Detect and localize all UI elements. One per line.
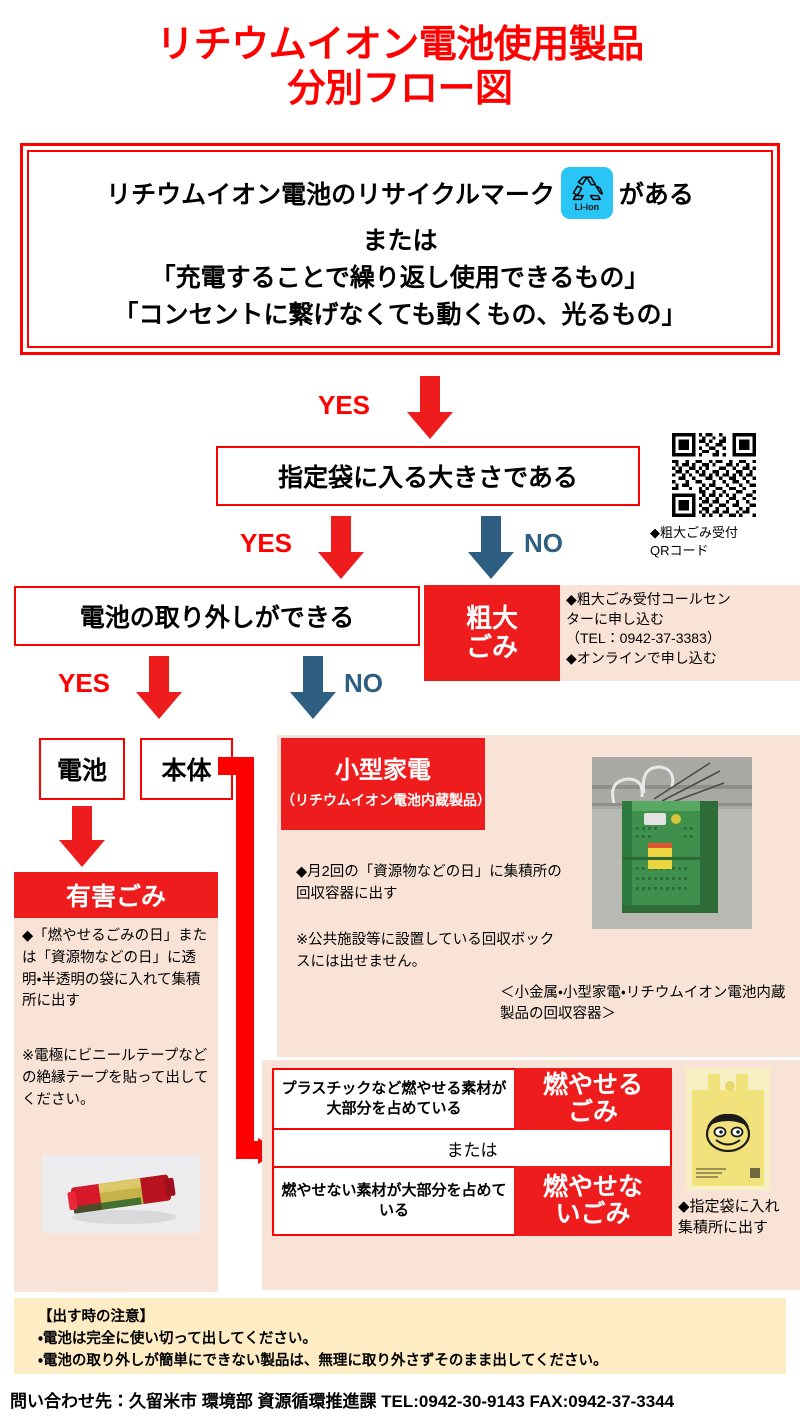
burnable-row: プラスチックなど燃やせる素材が大部分を占めている 燃やせる ごみ [272,1068,672,1130]
criteria-line-1: リチウムイオン電池のリサイクルマーク Li-ion [39,167,761,219]
criteria-line-3: 「充電することで繰り返し使用できるもの」 [150,264,650,292]
qr-code-caption: ◆粗大ごみ受付 QRコード [650,524,800,559]
yes-label-1: YES [318,390,371,420]
result-bulky-waste: 粗大 ごみ [424,585,560,681]
decision-battery-removable-label: 電池の取り外しができる [79,604,355,632]
arrow-down-red-2 [318,516,364,579]
small-appliance-title-label: 小型家電 [335,756,431,784]
criteria-text-after-mark: がある [618,181,694,209]
criteria-or: または [362,227,438,255]
designated-bag-photo [686,1068,770,1190]
contact-text: 問い合わせ先：久留米市 環境部 資源循環推進課 TEL:0942-30-9143… [10,1392,675,1411]
result-burnable-waste: 燃やせる ごみ [514,1068,672,1130]
page-title: リチウムイオン電池使用製品 分別フロー図 [0,24,800,111]
taped-battery-image [42,1155,200,1233]
node-device-body: 本体 [140,738,233,800]
qr-caption-line-2: QRコード [650,542,709,558]
no-label-1: NO [524,528,563,558]
non-burnable-title-line-1: 燃やせな [542,1173,643,1201]
li-ion-recycle-mark-icon: Li-ion [560,167,613,219]
notice-item-1: ・電池は完全に使い切って出してください。 [38,1331,317,1348]
arrow-down-red-4 [59,806,105,867]
node-device-body-label: 本体 [161,757,212,785]
burnable-title-line-2: ごみ [567,1098,618,1126]
collection-container-caption: ＜小金属・小型家電・リチウムイオン電池内蔵製品の回収容器＞ [500,985,786,1023]
arrow-down-red-1 [407,376,453,439]
designated-bag-note: ◆指定袋に入れ集積所に出す [678,1198,780,1236]
contact-footer: 問い合わせ先：久留米市 環境部 資源循環推進課 TEL:0942-30-9143… [10,1387,800,1412]
no-label-2: NO [344,668,383,698]
hazardous-waste-title-label: 有害ごみ [65,883,166,911]
disposal-notice-box: 【出す時の注意】 ・電池は完全に使い切って出してください。 ・電池の取り外しが簡… [14,1298,786,1374]
hazardous-waste-title: 有害ごみ [14,872,218,918]
small-appliance-instruction-2: ※公共施設等に設置している回収ボックスには出せません。 [296,932,555,970]
yes-label-3: YES [58,668,111,698]
title-line-1: リチウムイオン電池使用製品 [156,24,644,66]
criteria-box-inner: リチウムイオン電池のリサイクルマーク Li-ion [27,150,773,348]
node-battery-label: 電池 [56,757,107,785]
taped-battery-photo [42,1155,200,1233]
small-appliance-title: 小型家電 （リチウムイオン電池内蔵製品） [281,738,491,830]
small-appliance-subtitle: （リチウムイオン電池内蔵製品） [281,792,491,809]
bulky-note-line-4: ◆オンラインで申し込む [566,649,717,666]
bulky-waste-instructions: ◆粗大ごみ受付コールセン ターに申し込む （TEL：0942-37-3383） … [560,585,800,681]
connector-body-horizontal [236,1141,262,1159]
burnable-or-separator: または [272,1130,672,1166]
collection-crate-photo [592,757,752,929]
designated-bag-image [686,1068,770,1190]
bulky-waste-title-line-1: 粗大 [465,603,518,634]
node-battery: 電池 [39,738,125,800]
bulky-note-line-2: ターに申し込む [566,610,664,627]
arrow-down-red-3 [136,656,182,719]
notice-heading: 【出す時の注意】 [38,1309,154,1325]
bulky-note-tel: （TEL：0942-37-3383） [566,630,721,647]
connector-body-vertical [236,757,254,1159]
yes-label-2: YES [240,528,293,558]
non-burnable-question: 燃やせない素材が大部分を占めている [272,1166,514,1236]
qr-caption-line-1: ◆粗大ごみ受付 [650,525,738,540]
criteria-line-4: 「コンセントに繋げなくても動くもの、光るもの」 [113,301,687,329]
decision-fits-designated-bag-label: 指定袋に入る大きさである [278,464,578,492]
hazardous-waste-instruction-2: ※電極にビニールテープなどの絶縁テープを貼って出してください。 [22,1048,209,1108]
burnable-question: プラスチックなど燃やせる素材が大部分を占めている [272,1068,514,1130]
bulky-waste-title-line-2: ごみ [465,632,518,662]
burnable-or-label: または [446,1140,498,1160]
criteria-text-before-mark: リチウムイオン電池のリサイクルマーク [106,181,555,209]
arrow-down-blue-1 [468,516,514,579]
criteria-box: リチウムイオン電池のリサイクルマーク Li-ion [20,143,780,355]
bulky-note-line-1: ◆粗大ごみ受付コールセン [566,591,731,607]
non-burnable-row: 燃やせない素材が大部分を占めている 燃やせな いごみ [272,1166,672,1236]
non-burnable-title-line-2: いごみ [555,1200,631,1228]
notice-item-2: ・電池の取り外しが簡単にできない製品は、無理に取り外さずそのまま出してください。 [38,1353,608,1370]
burnable-title-line-1: 燃やせる [542,1071,643,1099]
collection-crate-image [592,757,752,929]
hazardous-waste-instruction-1: ◆「燃やせるごみの日」または「資源物などの日」に透明・半透明の袋に入れて集積所に… [22,928,208,1010]
result-non-burnable-waste: 燃やせな いごみ [514,1166,672,1236]
li-ion-mark-label: Li-ion [574,201,600,212]
decision-battery-removable: 電池の取り外しができる [14,586,420,646]
small-appliance-instruction-1: ◆月2回の「資源物などの日」に集積所の回収容器に出す [296,864,562,902]
title-line-2: 分別フロー図 [287,67,513,110]
decision-fits-designated-bag: 指定袋に入る大きさである [216,446,640,506]
bulky-waste-qr-code[interactable] [672,433,756,517]
arrow-down-blue-2 [290,656,336,719]
qr-code-icon [672,433,756,517]
